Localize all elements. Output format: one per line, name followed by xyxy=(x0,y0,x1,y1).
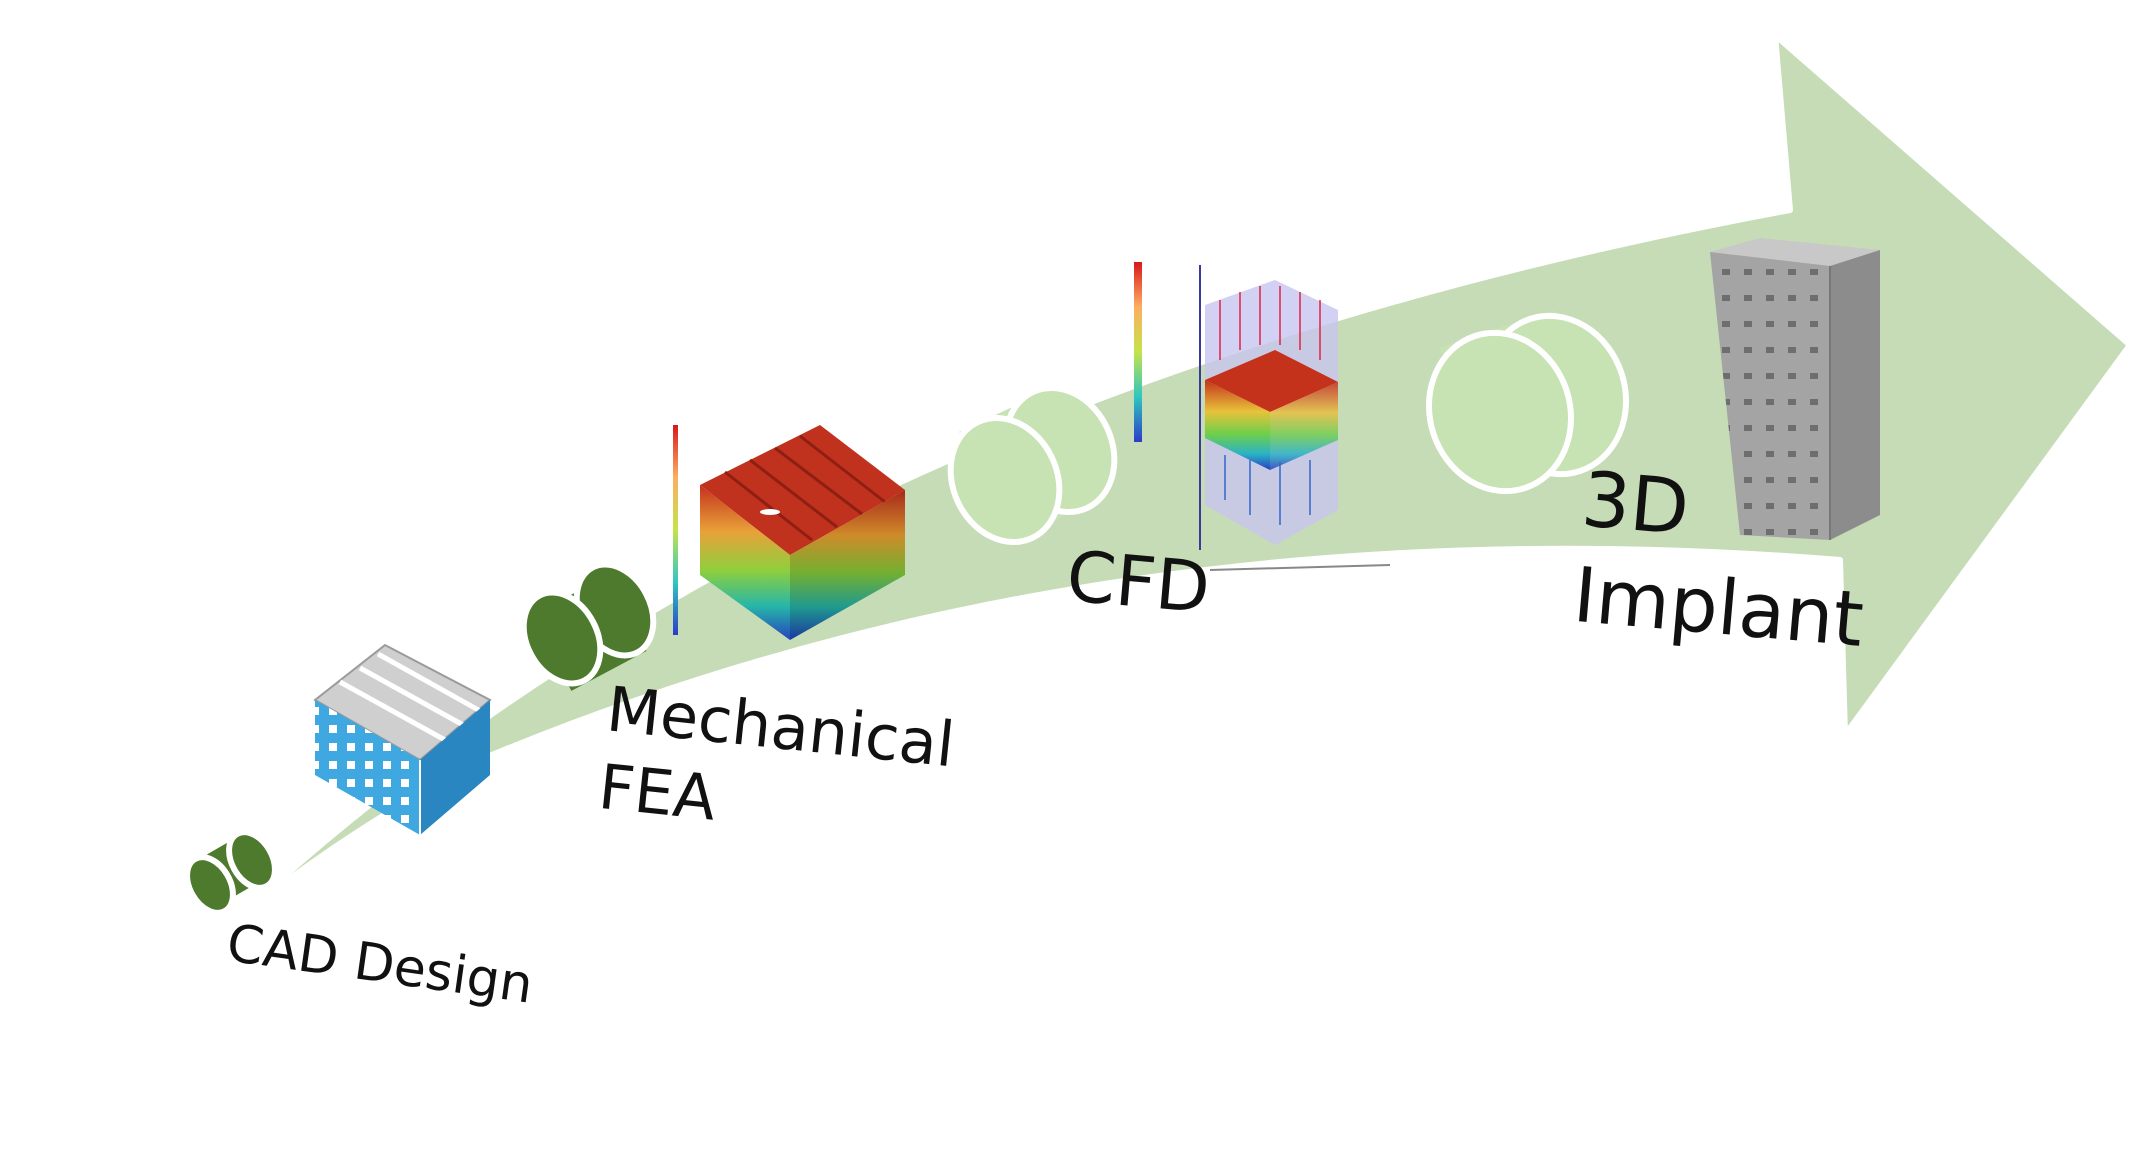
cad-lattice-icon xyxy=(313,643,492,835)
cylinder-icon xyxy=(520,561,657,691)
stage-label-cad: CAD Design xyxy=(223,913,536,1015)
stage-label-fea: Mechanical FEA xyxy=(595,672,977,861)
color-scale-icon xyxy=(1134,262,1142,442)
cylinder-icon xyxy=(184,829,278,916)
cylinder-icon xyxy=(1425,310,1630,495)
fea-cube-icon xyxy=(700,425,905,640)
cfd-flow-icon xyxy=(1199,265,1391,571)
color-scale-icon xyxy=(673,425,678,635)
implant-block-icon xyxy=(1710,238,1880,540)
stage-label-cfd: CFD xyxy=(1064,535,1214,629)
cylinder-icon xyxy=(947,384,1118,546)
